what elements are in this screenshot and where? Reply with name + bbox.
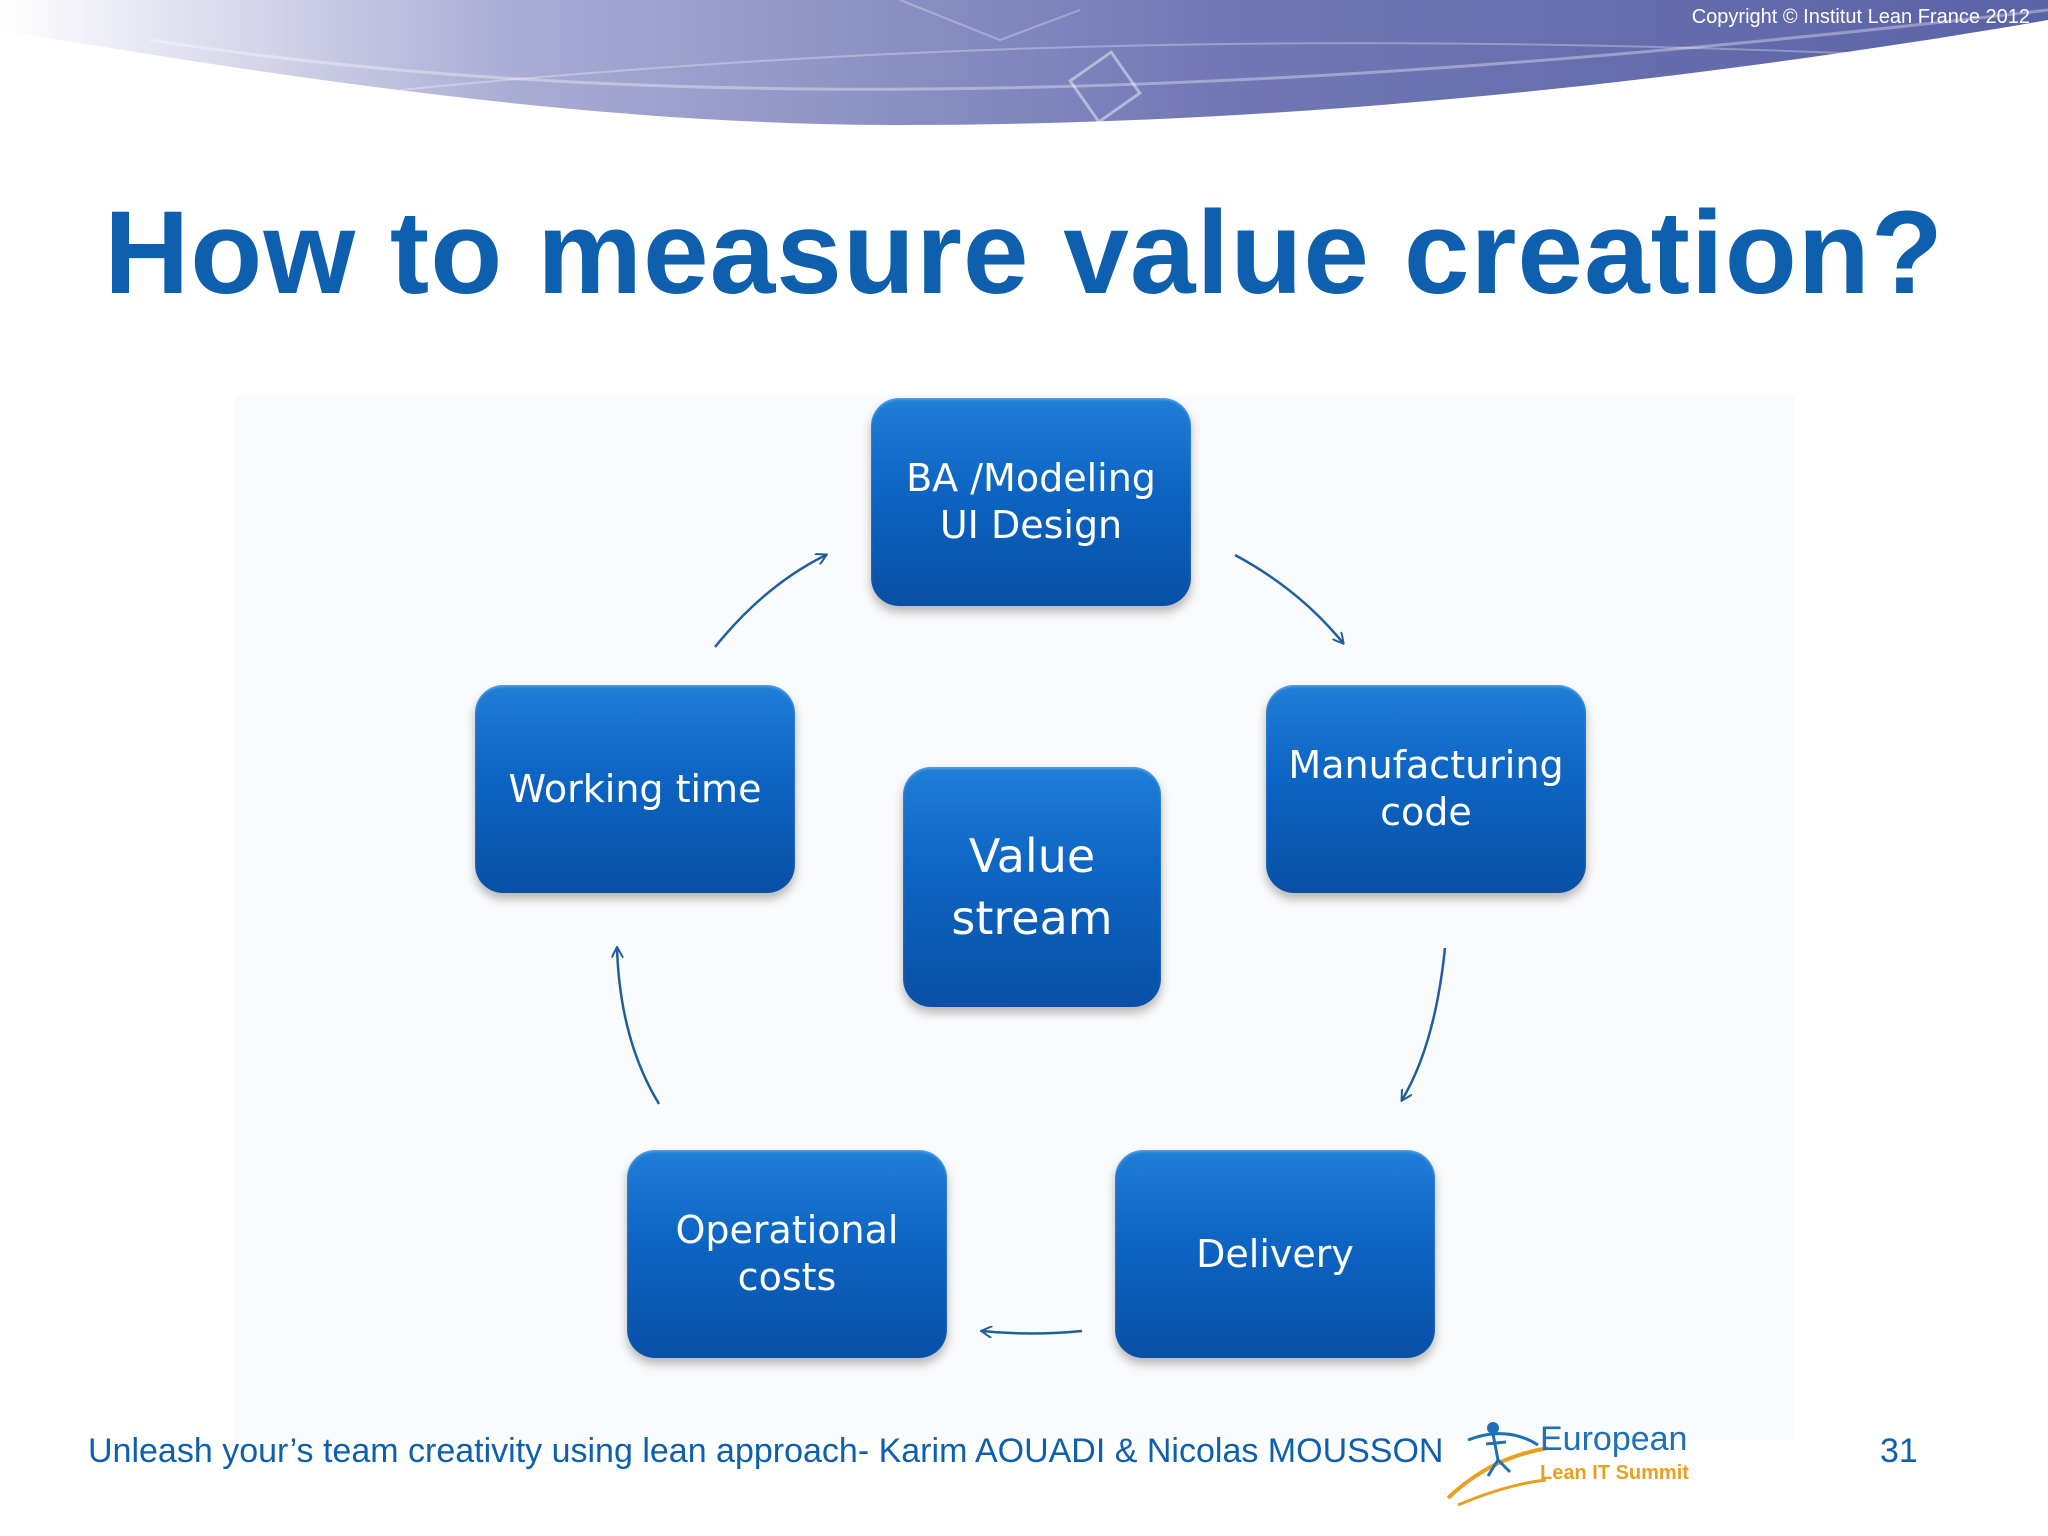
arrow-delivery-to-operational: [982, 1331, 1083, 1334]
node-operational-costs: Operational costs: [627, 1150, 947, 1358]
node-working-time: Working time: [475, 685, 795, 893]
logo-text-european: European: [1540, 1420, 1688, 1458]
footer-text: Unleash your’s team creativity using lea…: [88, 1432, 1444, 1470]
node-value-stream: Value stream: [903, 767, 1161, 1007]
logo-text-summit: Lean IT Summit: [1540, 1462, 1689, 1484]
node-manufacturing-code: Manufacturing code: [1266, 685, 1586, 893]
node-ba-modeling: BA /Modeling UI Design: [871, 398, 1191, 606]
page-number: 31: [1880, 1432, 1918, 1470]
arrow-ba-to-manufacturing: [1234, 553, 1343, 643]
lean-summit-logo-icon: [1446, 1422, 1549, 1507]
arrow-operational-to-working: [617, 948, 661, 1105]
arrow-manufacturing-to-delivery: [1402, 947, 1447, 1100]
slide-title: How to measure value creation?: [104, 187, 1944, 319]
node-delivery: Delivery: [1115, 1150, 1435, 1358]
header-banner: [0, 0, 2048, 125]
copyright-notice: Copyright © Institut Lean France 2012: [1691, 6, 2030, 28]
arrow-working-to-ba: [714, 555, 826, 648]
